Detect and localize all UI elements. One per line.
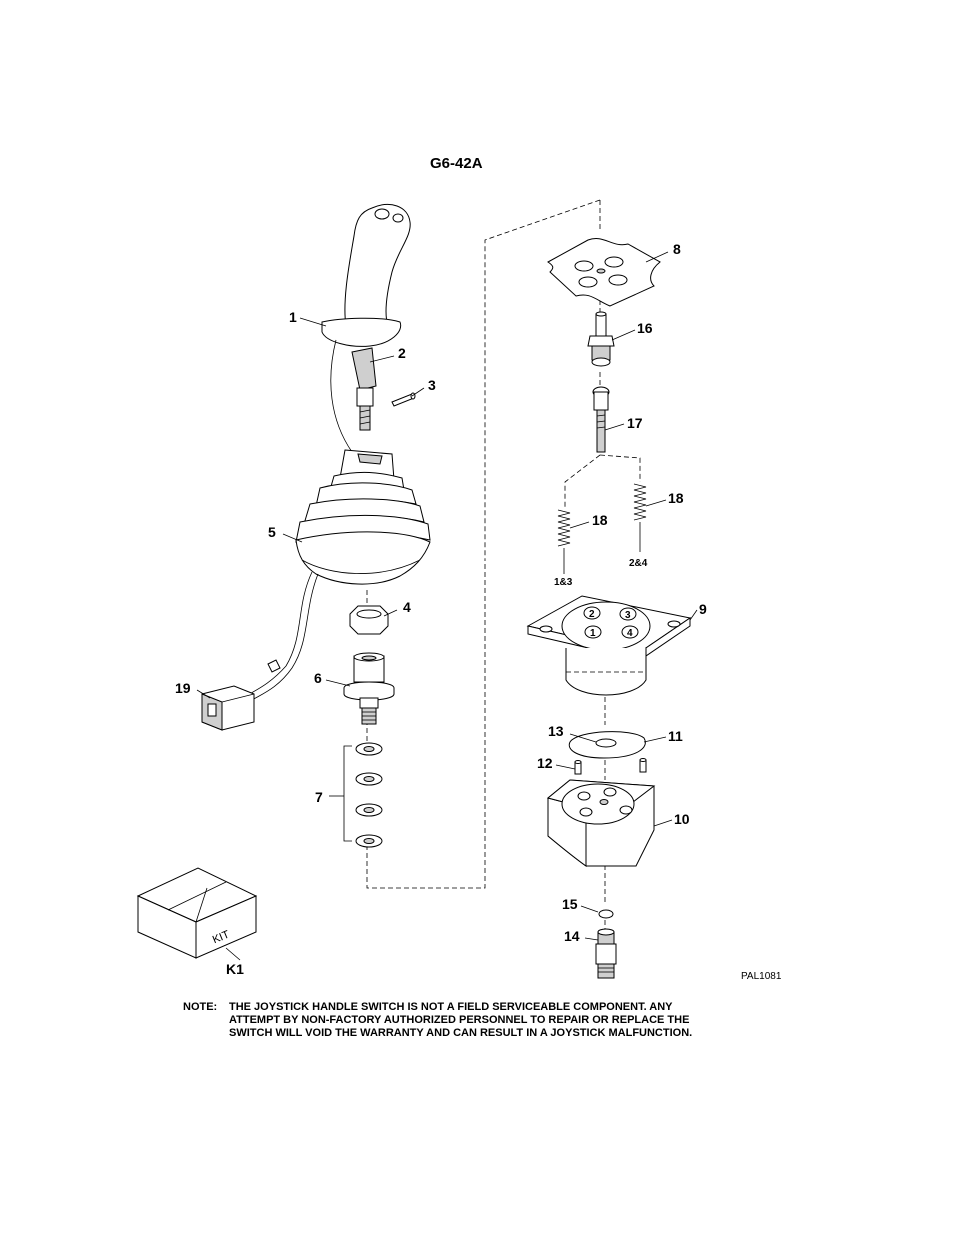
callout-4: 4 [403, 599, 411, 615]
note-line: ATTEMPT BY NON-FACTORY AUTHORIZED PERSON… [229, 1014, 690, 1026]
joystick-handle [321, 204, 411, 347]
rubber-boot [295, 449, 431, 585]
upper-housing: 2 3 1 4 [526, 595, 692, 696]
pivot-stud [343, 652, 395, 725]
hose-fitting [595, 928, 617, 979]
callout-7: 7 [315, 789, 323, 805]
harness-cable [245, 571, 319, 701]
callout-1: 1 [289, 309, 297, 325]
o-ring [598, 909, 614, 919]
callout-6: 6 [314, 670, 322, 686]
callout-8: 8 [673, 241, 681, 257]
port-2: 2 [583, 606, 601, 620]
callout-9: 9 [699, 601, 707, 617]
callout-3: 3 [428, 377, 436, 393]
note-line: THE JOYSTICK HANDLE SWITCH IS NOT A FIEL… [229, 1001, 673, 1013]
spring-2-4 [633, 483, 647, 552]
spring-2-4-label: 2&4 [629, 558, 648, 569]
exploded-parts-diagram: G6-42A [136, 155, 782, 982]
callout-11: 11 [668, 728, 683, 744]
callout-10: 10 [674, 811, 690, 827]
callout-18-right: 18 [668, 490, 684, 506]
adjusting-screw [592, 386, 610, 453]
hex-nut [349, 605, 389, 635]
port-2-label: 2 [589, 609, 595, 620]
callout-13: 13 [548, 723, 564, 739]
callout-2: 2 [398, 345, 406, 361]
port-4-label: 4 [627, 628, 633, 639]
port-1: 1 [584, 625, 602, 639]
figure-title: G6-42A [430, 155, 483, 172]
gasket-plate [568, 731, 646, 759]
roll-pin [391, 392, 416, 407]
electrical-connector [201, 685, 255, 731]
callout-16: 16 [637, 320, 653, 336]
callout-14: 14 [564, 928, 580, 944]
note-heading: NOTE: [183, 1001, 218, 1013]
callout-18-left: 18 [592, 512, 608, 528]
drawing-code: PAL1081 [741, 971, 782, 982]
port-4: 4 [621, 625, 639, 639]
callout-15: 15 [562, 896, 578, 912]
port-1-label: 1 [590, 628, 596, 639]
dowel-pins [574, 758, 647, 775]
plunger [587, 311, 615, 367]
retainer-plate [547, 238, 661, 307]
callout-12: 12 [537, 755, 553, 771]
spring-1-3 [557, 509, 571, 574]
base-housing [546, 779, 656, 867]
callout-k1: K1 [226, 961, 244, 977]
leader-lines [196, 251, 698, 961]
note-body: THE JOYSTICK HANDLE SWITCH IS NOT A FIEL… [229, 1001, 789, 1040]
port-3: 3 [619, 607, 637, 621]
port-3-label: 3 [625, 610, 631, 621]
callout-19: 19 [175, 680, 191, 696]
callout-labels: 1 2 3 4 5 6 7 8 9 10 11 12 13 14 15 16 1… [175, 241, 782, 982]
spring-1-3-label: 1&3 [554, 577, 573, 588]
washer-stack [343, 742, 383, 848]
note-line: SWITCH WILL VOID THE WARRANTY AND CAN RE… [229, 1027, 693, 1039]
handle-shaft [330, 339, 377, 453]
kit-box: KIT [136, 867, 258, 959]
callout-17: 17 [627, 415, 643, 431]
callout-5: 5 [268, 524, 276, 540]
